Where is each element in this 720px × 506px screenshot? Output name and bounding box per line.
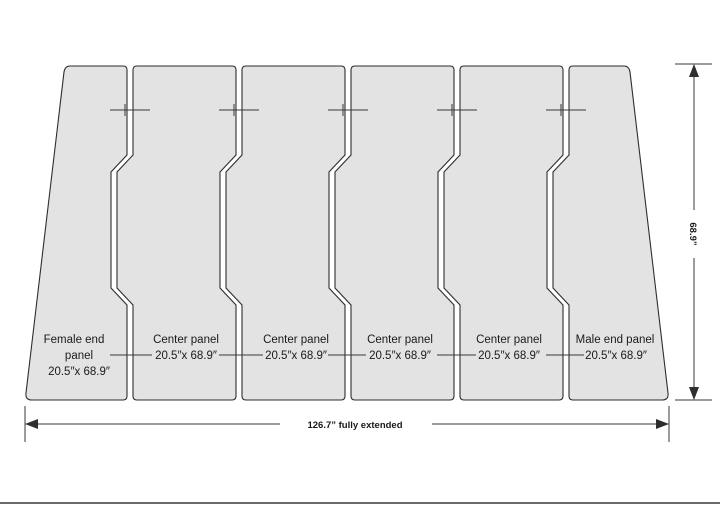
panel-labels: Female end panel 20.5″x 68.9″ Center pan…	[44, 334, 655, 378]
panel-size-label: 20.5″x 68.9″	[48, 366, 110, 378]
center-panel-4	[443, 65, 564, 401]
height-dimension-label: 68.9”	[687, 222, 698, 245]
panel-shapes	[25, 65, 669, 401]
panel-size-label: 20.5″x 68.9″	[369, 350, 431, 362]
panel-size-label: 20.5″x 68.9″	[585, 350, 647, 362]
panel-name-line: Male end panel	[576, 334, 655, 346]
arrowhead-top	[689, 64, 699, 77]
panel-name-line: Center panel	[476, 334, 542, 346]
panel-size-label: 20.5″x 68.9″	[155, 350, 217, 362]
center-panel-1	[116, 65, 237, 401]
female-end-panel	[25, 65, 128, 401]
width-dimension-label: 126.7” fully extended	[307, 420, 402, 431]
panel-name-line: Center panel	[367, 334, 433, 346]
center-panel-3	[334, 65, 455, 401]
panel-size-label: 20.5″x 68.9″	[478, 350, 540, 362]
center-panel-2	[225, 65, 346, 401]
arrowhead-bottom	[689, 387, 699, 400]
panel-name-line: Female end	[44, 334, 105, 346]
footer-divider	[0, 502, 720, 504]
arrowhead-left	[25, 419, 38, 429]
panel-name-line: Center panel	[153, 334, 219, 346]
panel-size-label: 20.5″x 68.9″	[265, 350, 327, 362]
panel-name-line: Center panel	[263, 334, 329, 346]
width-dimension: 126.7” fully extended	[24, 406, 670, 442]
hinge-marks	[110, 104, 586, 116]
male-end-panel	[552, 65, 669, 401]
arrowhead-right	[656, 419, 669, 429]
height-dimension: 68.9”	[675, 63, 712, 401]
panel-name-line: panel	[65, 350, 93, 362]
